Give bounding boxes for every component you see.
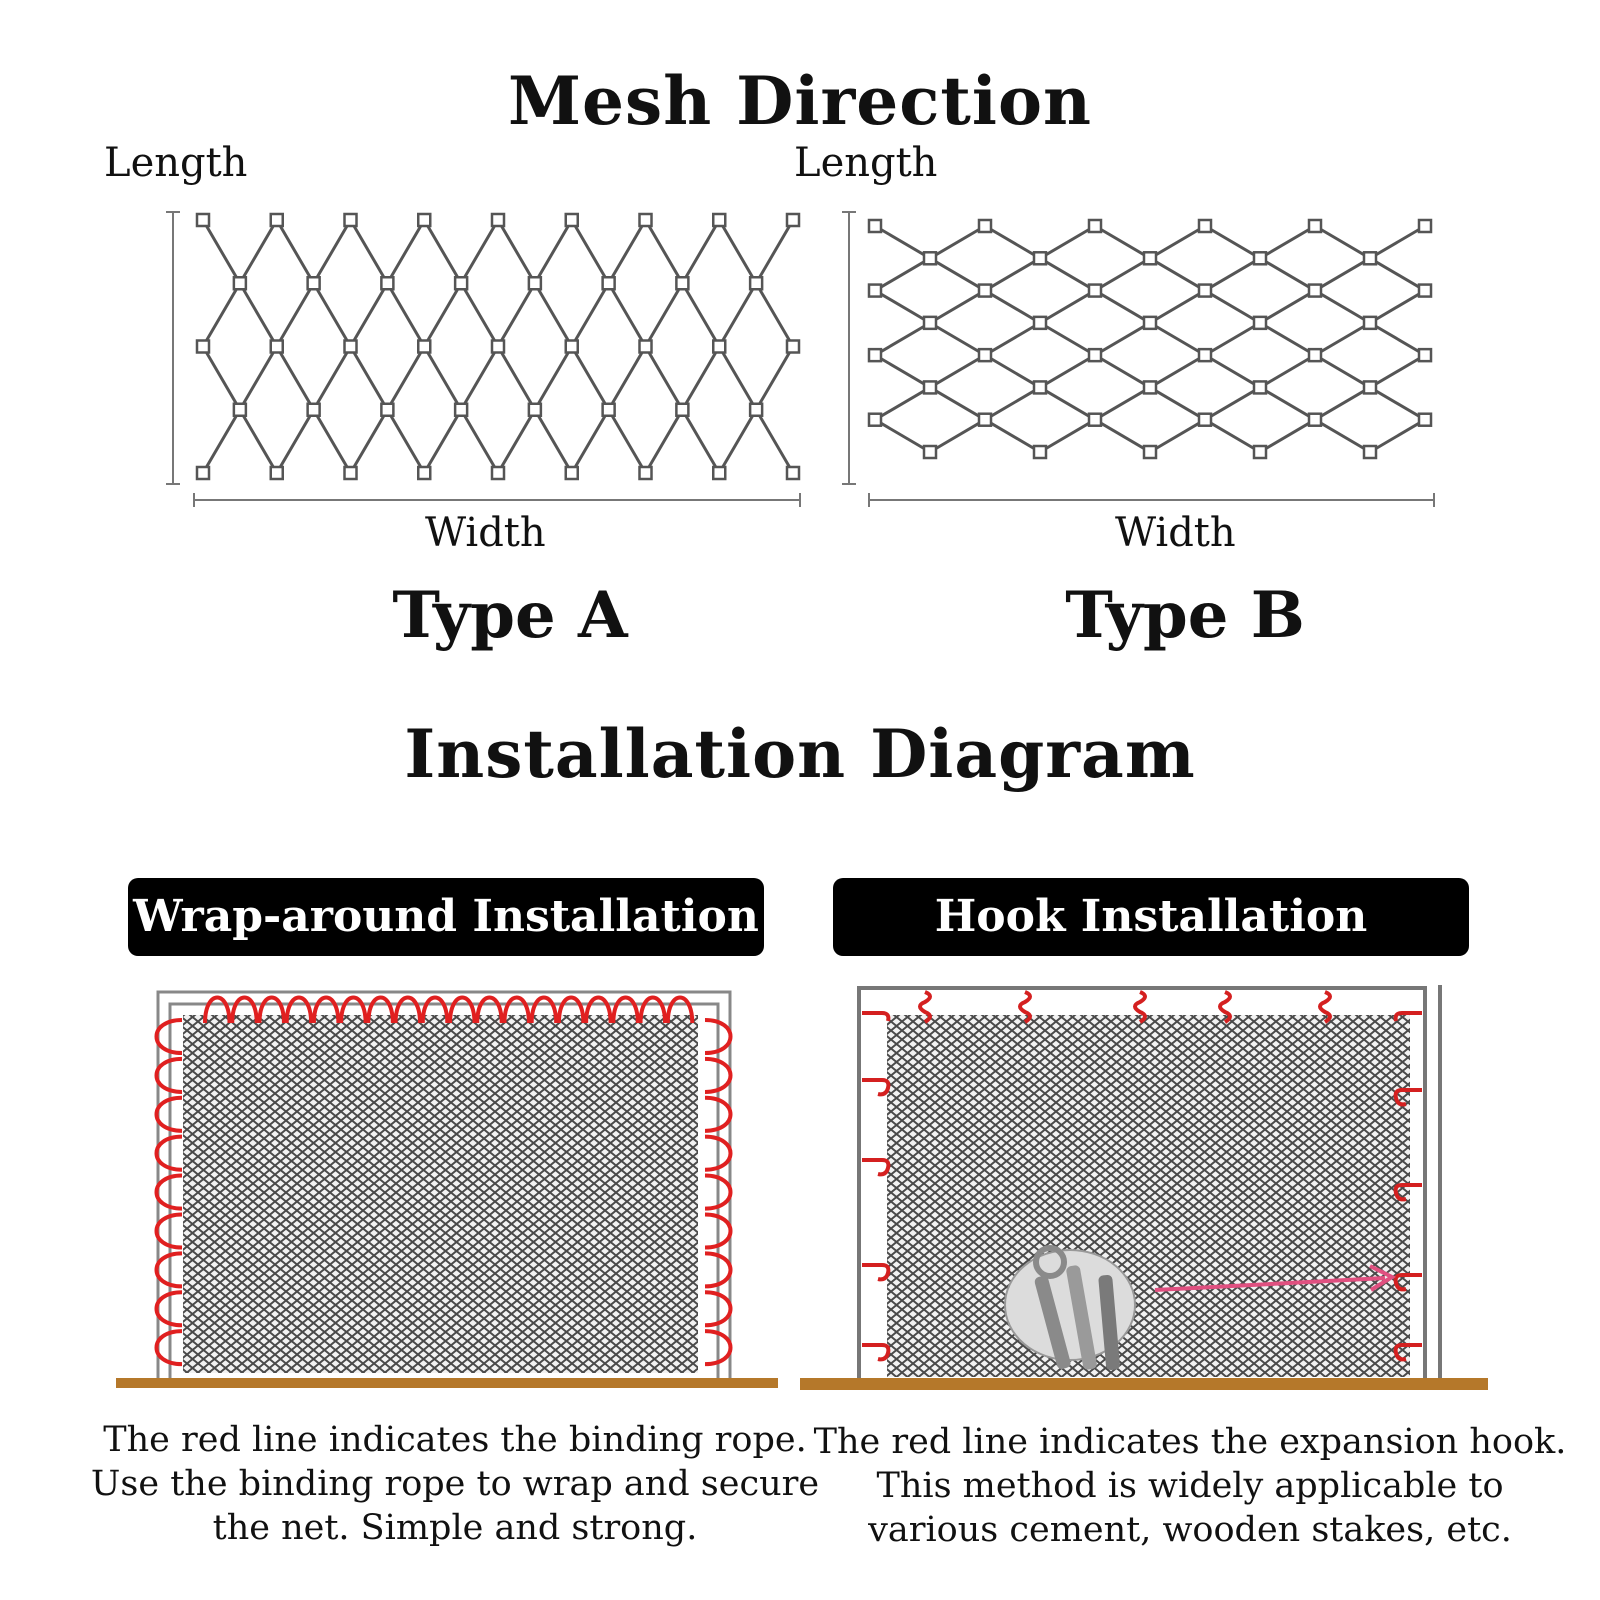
wrap-around-installation-badge: Wrap-around Installation — [128, 878, 764, 956]
hook-installation-illustration — [800, 985, 1488, 1390]
type-a-length-dimension — [166, 211, 180, 485]
type-b-mesh — [867, 218, 1433, 460]
wrap-around-illustration — [116, 990, 778, 1388]
hook-caption: The red line indicates the expansion hoo… — [790, 1420, 1590, 1552]
binding-rope-left — [154, 1018, 183, 1367]
hook-mesh-panel — [887, 1015, 1410, 1377]
binding-rope-right — [704, 1018, 733, 1367]
binding-rope-top — [203, 995, 695, 1024]
wrap-caption-line: the net. Simple and strong. — [212, 1508, 698, 1548]
expansion-hooks — [862, 990, 1422, 1362]
hook-caption-line: This method is widely applicable to — [876, 1466, 1504, 1506]
wrap-caption: The red line indicates the binding rope.… — [40, 1418, 870, 1550]
wrap-ground — [116, 1378, 778, 1388]
hook-arrow — [1154, 1264, 1397, 1292]
installation-diagram-title: Installation Diagram — [404, 715, 1196, 793]
hook-frame — [857, 986, 1427, 1380]
type-b-width-dimension — [868, 493, 1435, 507]
mesh-direction-title: Mesh Direction — [508, 62, 1092, 140]
wrap-caption-line: Use the binding rope to wrap and secure — [90, 1464, 820, 1504]
hook-installation-badge: Hook Installation — [833, 878, 1469, 956]
hook-caption-line: The red line indicates the expansion hoo… — [813, 1422, 1567, 1462]
type-b-length-dimension — [842, 211, 856, 485]
type-a-mesh — [195, 212, 801, 481]
wrap-mesh-panel — [183, 1015, 698, 1373]
expansion-bolts — [1004, 1245, 1136, 1371]
type-a-width-dimension — [193, 493, 801, 507]
type-b-label: Type B — [1065, 578, 1305, 653]
hook-ground — [800, 1378, 1488, 1390]
type-b-width-label: Width — [1115, 510, 1236, 556]
type-a-label: Type A — [392, 578, 628, 653]
type-a-width-label: Width — [425, 510, 546, 556]
type-b-length-label: Length — [794, 140, 938, 186]
wrap-caption-line: The red line indicates the binding rope. — [103, 1420, 807, 1460]
type-a-length-label: Length — [104, 140, 248, 186]
hook-caption-line: various cement, wooden stakes, etc. — [868, 1510, 1512, 1550]
